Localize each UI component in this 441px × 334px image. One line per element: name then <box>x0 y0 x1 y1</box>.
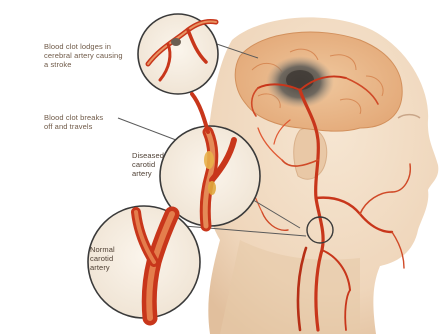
label-clot-lodges: Blood clot lodges in cerebral artery cau… <box>44 42 154 69</box>
label-clot-breaks: Blood clot breaks off and travels <box>44 113 134 131</box>
label-diseased-artery: Diseased carotid artery <box>132 151 182 178</box>
ear <box>294 128 327 179</box>
caption <box>8 323 388 328</box>
label-normal-artery: Normal carotid artery <box>90 245 135 272</box>
